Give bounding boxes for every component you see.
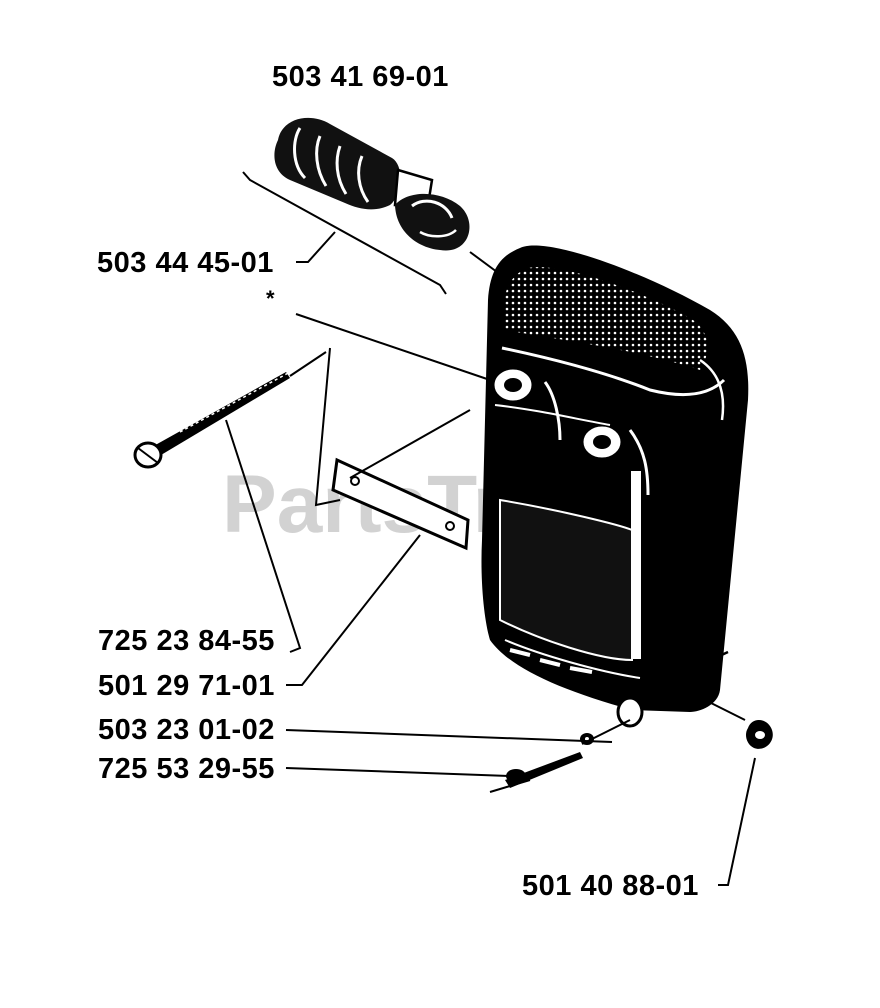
part-label-503-23-01-02: 503 23 01-02 [98, 714, 275, 746]
part-label-503-44-45-01: 503 44 45-01 [97, 247, 274, 279]
small-hardware [505, 696, 773, 788]
muffler-body [481, 245, 749, 712]
bolt [133, 371, 291, 469]
part-label-501-40-88-01: 501 40 88-01 [522, 870, 699, 902]
leader-lines [225, 231, 756, 886]
part-label-501-29-71-01: 501 29 71-01 [98, 670, 275, 702]
part-label-725-23-84-55: 725 23 84-55 [98, 625, 275, 657]
handle-grip [242, 117, 498, 295]
asterisk-marker: * [266, 286, 276, 311]
part-label-725-53-29-55: 725 53 29-55 [98, 753, 275, 785]
part-label-503-41-69-01: 503 41 69-01 [272, 61, 449, 93]
plate [331, 457, 470, 551]
